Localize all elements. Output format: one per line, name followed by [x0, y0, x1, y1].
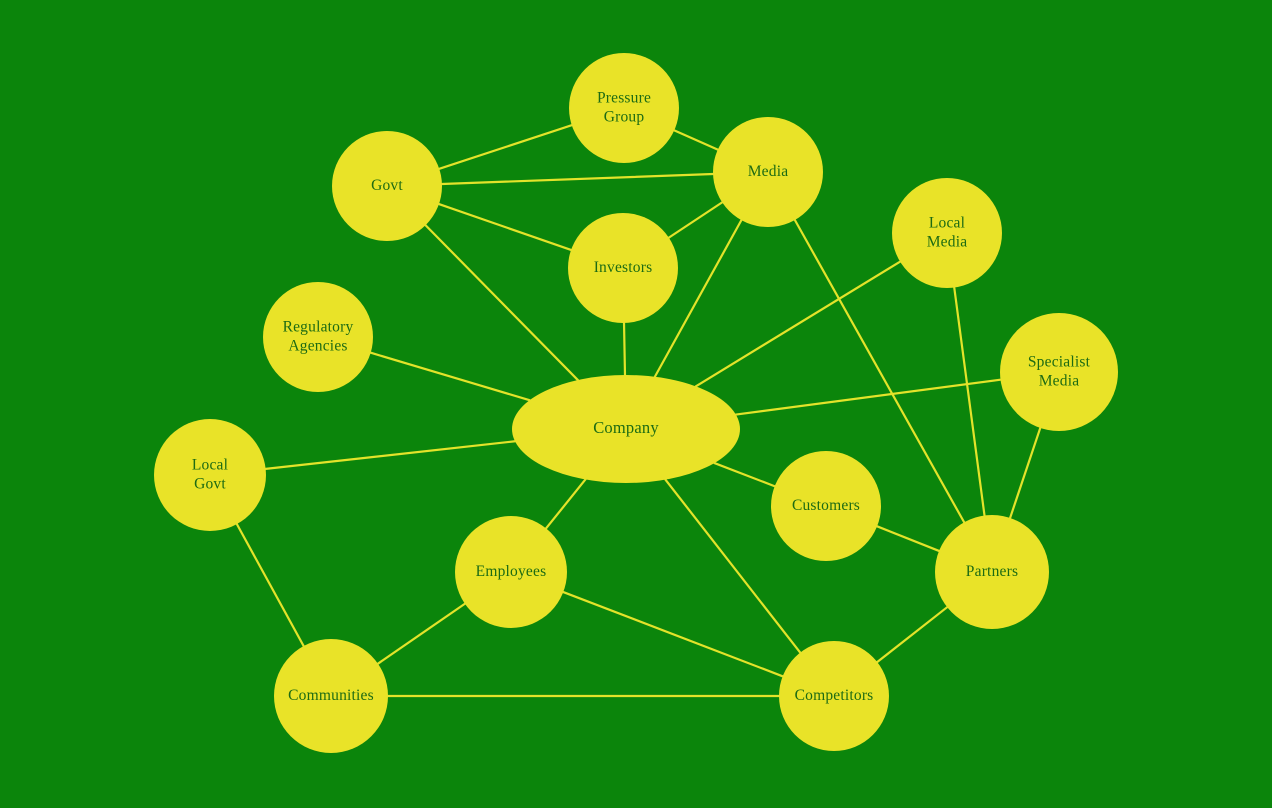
node-company[interactable]: Company [512, 375, 740, 483]
node-shape-investors[interactable] [568, 213, 678, 323]
node-partners[interactable]: Partners [935, 515, 1049, 629]
edge-company-competitors [664, 478, 802, 654]
node-shape-company[interactable] [512, 375, 740, 483]
edge-regulatory_agencies-company [369, 351, 531, 402]
edge-local_govt-company [264, 440, 517, 470]
node-competitors[interactable]: Competitors [779, 641, 889, 751]
edge-specialist_media-company [734, 378, 1002, 416]
edge-company-customers [713, 461, 776, 488]
edges-layer [235, 124, 1042, 698]
node-govt[interactable]: Govt [332, 131, 442, 241]
edge-media-investors [667, 201, 724, 239]
edge-investors-company [622, 321, 627, 377]
edge-employees-communities [376, 602, 466, 665]
node-shape-specialist_media[interactable] [1000, 313, 1118, 431]
edge-govt-media [440, 172, 715, 186]
edge-media-company [653, 219, 743, 378]
node-investors[interactable]: Investors [568, 213, 678, 323]
node-shape-govt[interactable] [332, 131, 442, 241]
edge-local_govt-communities [235, 523, 305, 648]
edge-govt-pressure_group [438, 124, 573, 170]
node-shape-pressure_group[interactable] [569, 53, 679, 163]
edge-company-employees [544, 478, 587, 530]
node-shape-employees[interactable] [455, 516, 567, 628]
edge-employees-competitors [562, 590, 784, 678]
node-shape-media[interactable] [713, 117, 823, 227]
node-shape-local_media[interactable] [892, 178, 1002, 288]
edge-customers-partners [876, 525, 941, 553]
edge-pressure_group-media [673, 129, 719, 151]
edge-specialist_media-partners [1009, 426, 1042, 520]
node-employees[interactable]: Employees [455, 516, 567, 628]
node-shape-competitors[interactable] [779, 641, 889, 751]
node-communities[interactable]: Communities [274, 639, 388, 753]
edge-govt-company [424, 224, 579, 382]
node-shape-partners[interactable] [935, 515, 1049, 629]
edge-competitors-partners [876, 606, 949, 664]
node-shape-customers[interactable] [771, 451, 881, 561]
node-customers[interactable]: Customers [771, 451, 881, 561]
node-shape-local_govt[interactable] [154, 419, 266, 531]
edge-local_media-company [694, 260, 902, 388]
edge-local_media-partners [953, 286, 986, 517]
node-media[interactable]: Media [713, 117, 823, 227]
edge-media-partners [793, 218, 966, 524]
node-shape-communities[interactable] [274, 639, 388, 753]
node-shape-regulatory_agencies[interactable] [263, 282, 373, 392]
edge-govt-investors [437, 202, 573, 252]
